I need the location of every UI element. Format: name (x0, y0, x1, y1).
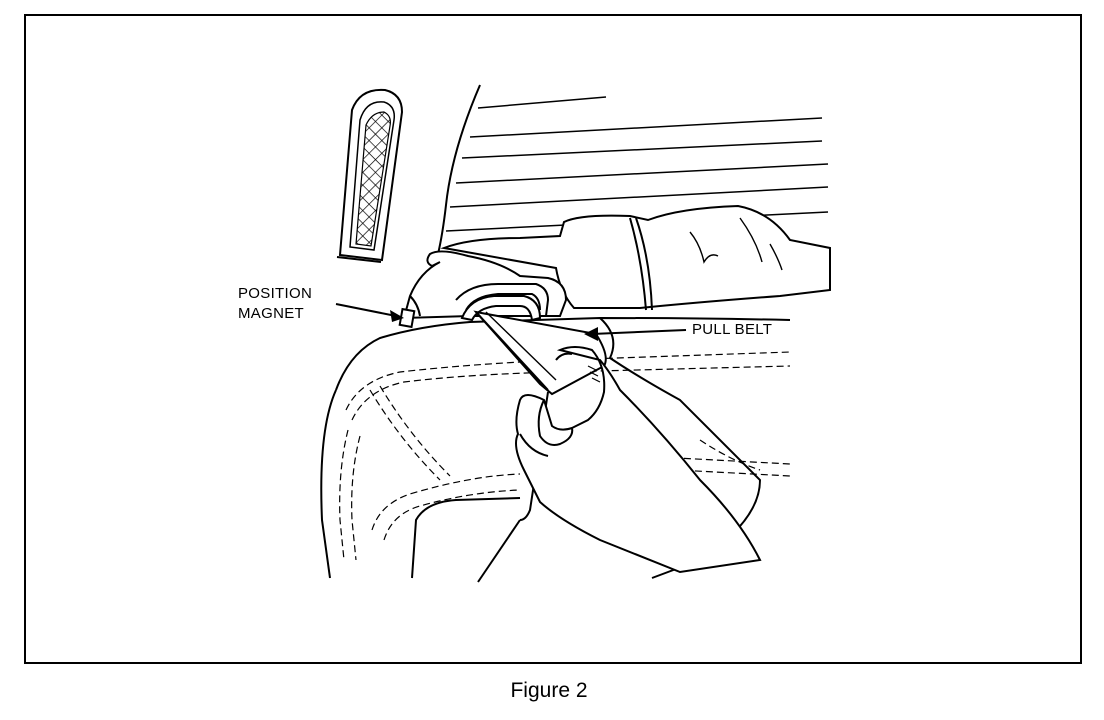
position-magnet-arrow (335, 303, 404, 322)
sleeve (440, 204, 831, 311)
rear-window-lines (445, 96, 829, 232)
speaker-grille (336, 88, 404, 263)
position-magnet-label-line1: POSITION (238, 285, 313, 302)
seat-belt (460, 295, 607, 521)
pull-belt-arrow (584, 327, 687, 341)
figure-frame (24, 14, 1082, 664)
figure-caption: Figure 2 (510, 679, 588, 702)
seat-back-curve (435, 84, 481, 263)
position-magnet-label: POSITION MAGNET (238, 284, 312, 324)
seat-lower (411, 497, 521, 583)
seat-contour (320, 316, 791, 579)
pull-belt-label: PULL BELT (692, 321, 773, 338)
position-magnet-label-line2: MAGNET (238, 305, 304, 322)
right-hand (515, 346, 762, 574)
